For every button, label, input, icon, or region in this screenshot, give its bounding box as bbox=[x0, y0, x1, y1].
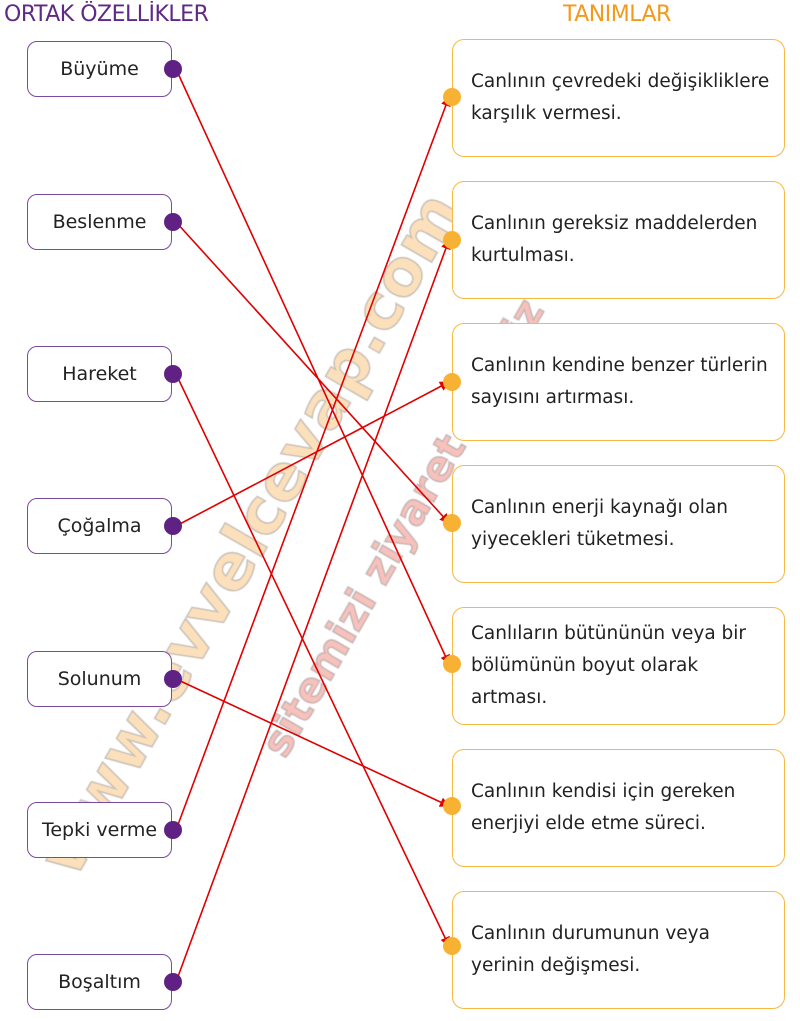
feature-label: Solunum bbox=[57, 668, 142, 690]
definition-box[interactable]: Canlının çevredeki değişikliklere karşıl… bbox=[452, 39, 785, 157]
feature-label: Tepki verme bbox=[41, 819, 158, 841]
feature-label: Çoğalma bbox=[57, 515, 142, 537]
definition-dot[interactable] bbox=[443, 88, 461, 106]
feature-dot[interactable] bbox=[164, 365, 182, 383]
feature-dot[interactable] bbox=[164, 517, 182, 535]
match-line bbox=[175, 68, 450, 665]
feature-dot[interactable] bbox=[164, 973, 182, 991]
definition-text: Canlının kendine benzer türlerin sayısın… bbox=[471, 355, 768, 408]
definition-text: Canlının durumunun veya yerinin değişmes… bbox=[471, 923, 710, 976]
definition-dot[interactable] bbox=[443, 797, 461, 815]
match-line bbox=[175, 221, 450, 524]
match-line bbox=[175, 239, 451, 983]
definition-text: Canlının çevredeki değişikliklere karşıl… bbox=[471, 71, 770, 124]
definition-dot[interactable] bbox=[443, 231, 461, 249]
feature-box[interactable]: Beslenme bbox=[27, 194, 172, 250]
feature-dot[interactable] bbox=[164, 821, 182, 839]
definition-box[interactable]: Canlının kendine benzer türlerin sayısın… bbox=[452, 323, 785, 441]
feature-label: Beslenme bbox=[52, 211, 147, 233]
feature-label: Boşaltım bbox=[58, 971, 141, 993]
definition-dot[interactable] bbox=[443, 373, 461, 391]
definition-text: Canlının enerji kaynağı olan yiyecekleri… bbox=[471, 497, 729, 550]
feature-box[interactable]: Boşaltım bbox=[27, 954, 172, 1010]
definition-box[interactable]: Canlının durumunun veya yerinin değişmes… bbox=[452, 891, 785, 1009]
feature-dot[interactable] bbox=[164, 60, 182, 78]
feature-label: Büyüme bbox=[60, 58, 139, 80]
feature-box[interactable]: Solunum bbox=[27, 651, 172, 707]
match-line bbox=[175, 96, 451, 831]
definitions-heading: TANIMLAR bbox=[563, 2, 671, 27]
definition-dot[interactable] bbox=[443, 655, 461, 673]
definition-box[interactable]: Canlıların bütününün veya bir bölümünün … bbox=[452, 607, 785, 725]
feature-dot[interactable] bbox=[164, 213, 182, 231]
feature-box[interactable]: Tepki verme bbox=[27, 802, 172, 858]
definition-text: Canlının kendisi için gereken enerjiyi e… bbox=[471, 781, 736, 834]
feature-label: Hareket bbox=[62, 363, 137, 385]
features-heading: ORTAK ÖZELLİKLER bbox=[4, 2, 209, 27]
definition-dot[interactable] bbox=[443, 514, 461, 532]
definition-box[interactable]: Canlının gereksiz maddelerden kurtulması… bbox=[452, 181, 785, 299]
match-line bbox=[175, 678, 450, 807]
definition-text: Canlıların bütününün veya bir bölümünün … bbox=[471, 623, 747, 708]
feature-dot[interactable] bbox=[164, 670, 182, 688]
definition-text: Canlının gereksiz maddelerden kurtulması… bbox=[471, 213, 758, 266]
feature-box[interactable]: Çoğalma bbox=[27, 498, 172, 554]
definition-dot[interactable] bbox=[443, 937, 461, 955]
match-line bbox=[175, 373, 450, 947]
definition-box[interactable]: Canlının kendisi için gereken enerjiyi e… bbox=[452, 749, 785, 867]
feature-box[interactable]: Hareket bbox=[27, 346, 172, 402]
match-line bbox=[175, 381, 450, 527]
